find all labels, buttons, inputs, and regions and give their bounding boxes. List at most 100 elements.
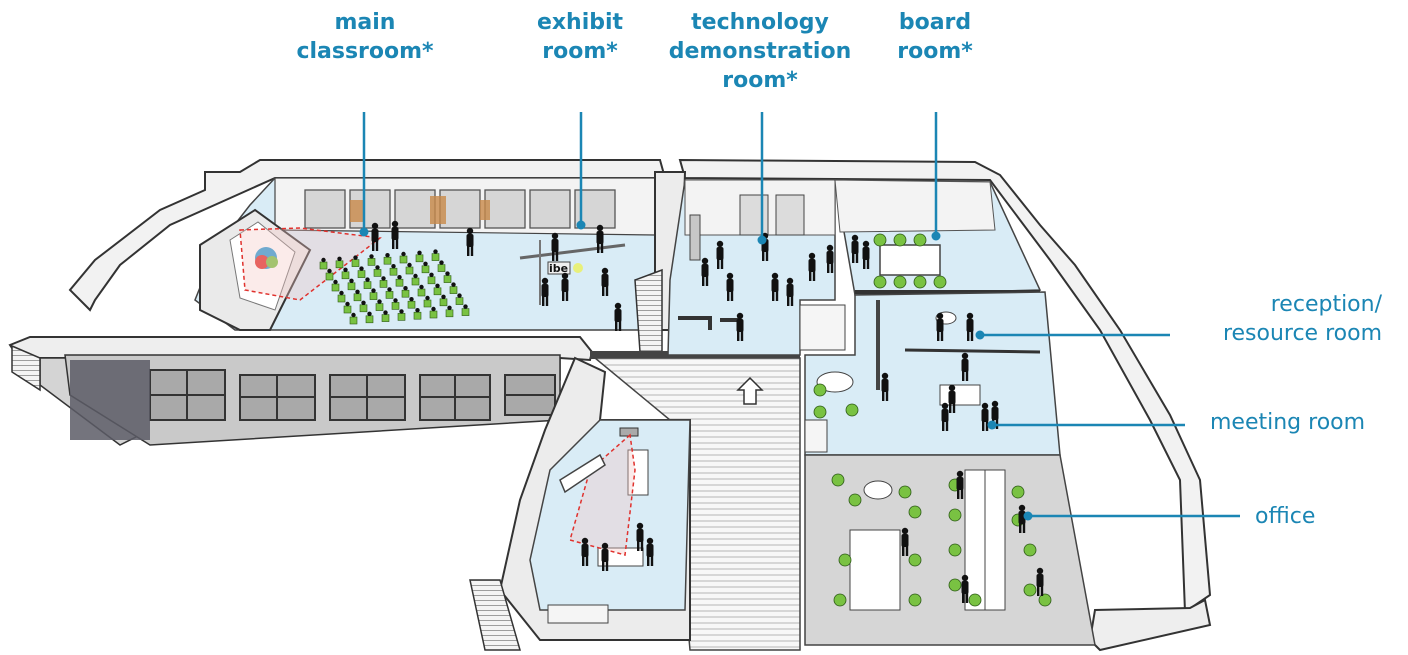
classroom-chair [367, 258, 376, 266]
seated-person [419, 284, 424, 290]
lower-small-room [469, 356, 691, 651]
classroom-chair [319, 261, 328, 270]
green-chair [1011, 485, 1025, 499]
person-silhouette [614, 302, 622, 331]
green-chair [913, 233, 927, 247]
seated-person [339, 290, 344, 296]
seated-person [349, 278, 354, 283]
classroom-chair [389, 267, 398, 276]
green-chair [908, 505, 922, 519]
green-chair [933, 275, 947, 289]
green-chair [948, 508, 962, 522]
person-silhouette [1018, 504, 1026, 533]
seated-person [361, 300, 366, 305]
classroom-chair [439, 298, 448, 307]
seated-person [433, 249, 438, 254]
seated-person [381, 276, 386, 281]
green-chair [838, 553, 852, 567]
person-silhouette [541, 277, 549, 306]
exhibit-room-area: ibe [519, 240, 626, 305]
classroom-chair [423, 299, 432, 308]
person-silhouette [581, 537, 589, 566]
classroom-chair [363, 281, 372, 289]
seated-person [413, 273, 418, 279]
green-chair [873, 275, 887, 289]
classroom-chair [347, 282, 356, 291]
green-chair [833, 593, 847, 607]
classroom-chair [357, 270, 366, 278]
green-chair [948, 578, 962, 592]
seated-person [435, 283, 440, 288]
classroom-chair [395, 278, 404, 287]
label-main-classroom-line2: classroom* [296, 39, 434, 64]
classroom-chair [365, 315, 374, 324]
classroom-chair [413, 311, 422, 320]
classroom-chair [449, 286, 458, 294]
person-silhouette [1036, 567, 1044, 596]
classroom-chair [383, 256, 392, 265]
label-exhibit-room-line1: exhibit [536, 10, 624, 35]
label-technology-line1: technology [691, 10, 829, 35]
green-chair [1038, 593, 1052, 607]
seated-person [445, 271, 450, 276]
person-silhouette [862, 240, 870, 269]
classroom-chair [351, 259, 360, 267]
seated-person [397, 275, 402, 280]
person-silhouette [701, 257, 709, 286]
label-main-classroom-line1: main [334, 10, 396, 35]
people-silhouettes [371, 220, 1044, 603]
label-reception-resource-room: reception/ resource room [1186, 290, 1382, 348]
label-technology-line3: room* [722, 68, 798, 93]
classroom-seating [319, 249, 470, 325]
classroom-chair [455, 297, 464, 305]
classroom-chair [379, 280, 388, 288]
seated-person [457, 293, 462, 298]
seated-person [327, 268, 332, 274]
seated-person [407, 262, 412, 268]
classroom-chair [445, 309, 454, 318]
leader-dots [359, 220, 1033, 521]
seated-person [387, 287, 392, 292]
person-silhouette [981, 402, 989, 431]
person-silhouette [371, 222, 379, 251]
seated-person [371, 288, 376, 293]
seated-person [365, 277, 370, 282]
green-chair [1023, 543, 1037, 557]
seated-person [385, 253, 390, 258]
classroom-chair [421, 265, 430, 274]
person-silhouette [851, 234, 859, 263]
seated-person [403, 286, 408, 291]
person-silhouette [961, 574, 969, 603]
person-silhouette [726, 272, 734, 301]
seated-person [333, 279, 338, 285]
seated-person [409, 297, 414, 302]
leader-lines [362, 112, 1240, 518]
seated-person [399, 309, 404, 314]
office-chairs [621, 233, 1052, 607]
classroom-chair [335, 260, 344, 269]
classroom-chair [401, 289, 410, 298]
classroom-chair [337, 294, 346, 303]
label-meeting-room: meeting room [1210, 410, 1366, 435]
green-chair [845, 403, 859, 417]
person-silhouette [961, 352, 969, 381]
classroom-chair [437, 264, 446, 272]
green-chair [898, 485, 912, 499]
central-staircase [592, 357, 801, 651]
person-silhouette [936, 312, 944, 341]
classroom-chair [391, 302, 400, 310]
classroom-chair [411, 277, 420, 286]
classroom-chair [443, 275, 452, 283]
projection-beam-main [239, 227, 382, 301]
classroom-chair [375, 303, 384, 311]
person-silhouette [646, 537, 654, 566]
label-reception-line2: resource room [1222, 321, 1382, 346]
classroom-chair [373, 269, 382, 277]
classroom-chair [397, 313, 406, 321]
person-silhouette [601, 542, 609, 571]
seated-person [367, 311, 372, 316]
seated-person [391, 264, 396, 269]
person-silhouette [966, 312, 974, 341]
seated-person [415, 308, 420, 313]
